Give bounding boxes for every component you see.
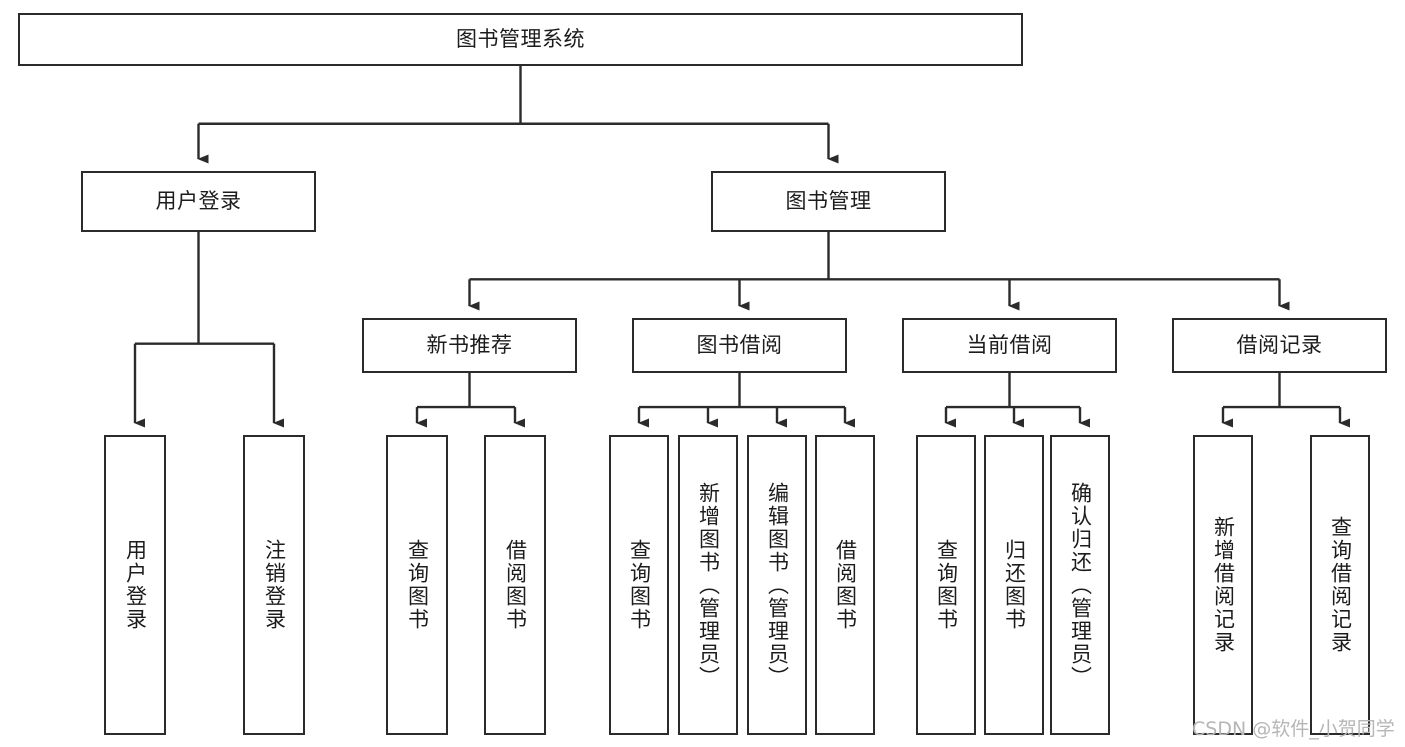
node-label-root: 图书管理系统 [456, 27, 585, 52]
node-leaf-login-2[interactable]: 注销登录 [243, 435, 305, 735]
node-label-leaf-rec-1: 新增借阅记录 [1211, 516, 1236, 654]
node-label-leaf-new-1: 查询图书 [405, 539, 430, 631]
node-current[interactable]: 当前借阅 [902, 318, 1117, 373]
node-leaf-rec-2[interactable]: 查询借阅记录 [1310, 435, 1370, 735]
node-root[interactable]: 图书管理系统 [18, 13, 1023, 66]
node-leaf-borrow-1[interactable]: 查询图书 [609, 435, 669, 735]
node-label-leaf-cur-3: 确认归还（管理员） [1068, 481, 1093, 689]
node-leaf-borrow-3[interactable]: 编辑图书（管理员） [747, 435, 807, 735]
node-label-leaf-borrow-3: 编辑图书（管理员） [765, 481, 790, 689]
node-label-leaf-login-1: 用户登录 [123, 539, 148, 631]
node-label-leaf-borrow-1: 查询图书 [627, 539, 652, 631]
node-label-login: 用户登录 [155, 189, 242, 214]
node-label-leaf-rec-2: 查询借阅记录 [1328, 516, 1353, 654]
node-leaf-borrow-2[interactable]: 新增图书（管理员） [678, 435, 738, 735]
node-label-leaf-new-2: 借阅图书 [503, 539, 528, 631]
node-newbooks[interactable]: 新书推荐 [362, 318, 577, 373]
node-label-leaf-borrow-2: 新增图书（管理员） [696, 481, 721, 689]
node-borrow[interactable]: 图书借阅 [632, 318, 847, 373]
node-label-borrow: 图书借阅 [696, 333, 783, 358]
node-leaf-login-1[interactable]: 用户登录 [104, 435, 166, 735]
node-label-newbooks: 新书推荐 [426, 333, 513, 358]
node-label-records: 借阅记录 [1236, 333, 1323, 358]
node-label-leaf-borrow-4: 借阅图书 [833, 539, 858, 631]
node-leaf-borrow-4[interactable]: 借阅图书 [815, 435, 875, 735]
node-login[interactable]: 用户登录 [81, 171, 316, 232]
node-label-leaf-cur-1: 查询图书 [934, 539, 959, 631]
node-leaf-new-1[interactable]: 查询图书 [386, 435, 448, 735]
node-label-bookmgmt: 图书管理 [785, 189, 872, 214]
node-label-leaf-login-2: 注销登录 [262, 539, 287, 631]
node-leaf-cur-3[interactable]: 确认归还（管理员） [1050, 435, 1110, 735]
node-leaf-cur-1[interactable]: 查询图书 [916, 435, 976, 735]
node-leaf-new-2[interactable]: 借阅图书 [484, 435, 546, 735]
node-label-leaf-cur-2: 归还图书 [1002, 539, 1027, 631]
node-leaf-rec-1[interactable]: 新增借阅记录 [1193, 435, 1253, 735]
node-records[interactable]: 借阅记录 [1172, 318, 1387, 373]
node-leaf-cur-2[interactable]: 归还图书 [984, 435, 1044, 735]
node-bookmgmt[interactable]: 图书管理 [711, 171, 946, 232]
node-label-current: 当前借阅 [966, 333, 1053, 358]
